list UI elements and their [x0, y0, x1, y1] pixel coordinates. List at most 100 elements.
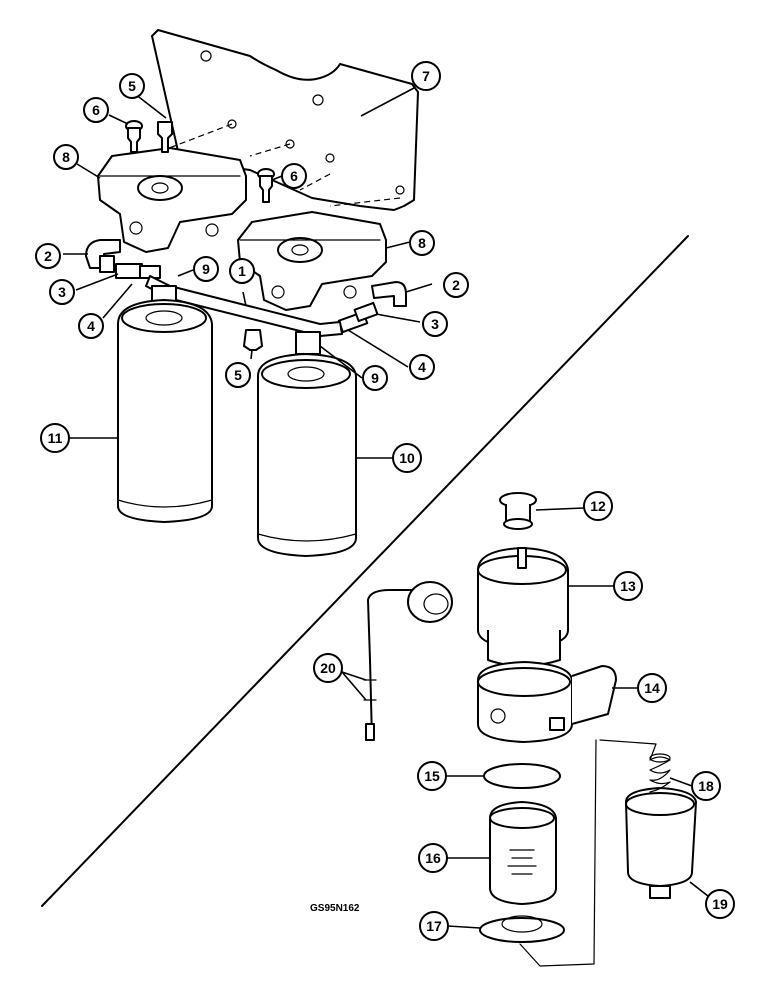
callout-9a: 9	[193, 256, 219, 282]
svg-text:15: 15	[424, 768, 440, 784]
leader-3a	[75, 273, 119, 291]
leader-5b	[250, 349, 253, 360]
svg-text:7: 7	[422, 68, 430, 84]
callout-19: 19	[705, 889, 735, 919]
fuel-filter-left	[117, 299, 213, 523]
leader-6b	[271, 175, 283, 181]
leader-6a	[108, 114, 129, 125]
assembly-guide-line	[519, 739, 657, 967]
callout-10: 10	[392, 443, 422, 473]
fuel-filter-right	[257, 353, 357, 557]
callout-8a: 8	[53, 144, 79, 170]
leader-4b	[347, 329, 409, 368]
bleed-screw-top-right	[257, 168, 275, 203]
svg-text:11: 11	[48, 430, 63, 446]
leader-1	[242, 291, 247, 307]
callout-20: 20	[313, 653, 343, 683]
filter-head-right	[237, 211, 387, 311]
leader-8a	[76, 163, 101, 179]
callout-12: 12	[583, 491, 613, 521]
cap-seal	[499, 492, 537, 530]
svg-text:20: 20	[320, 660, 336, 676]
svg-text:14: 14	[644, 680, 660, 696]
callout-6b: 6	[281, 163, 307, 189]
svg-text:18: 18	[698, 778, 714, 794]
filter-element	[489, 801, 557, 905]
adapter-left	[115, 263, 161, 279]
callout-5a: 5	[119, 73, 145, 99]
leader-4a	[102, 283, 133, 319]
svg-text:8: 8	[62, 149, 70, 165]
leader-9b	[319, 345, 363, 379]
filter-body-housing	[477, 547, 569, 667]
leader-20b	[341, 671, 367, 701]
svg-text:10: 10	[399, 450, 415, 466]
callout-18: 18	[691, 771, 721, 801]
elbow-fitting-left	[85, 239, 121, 273]
bleed-screw-top-left	[125, 120, 143, 153]
leader-3b	[375, 313, 421, 323]
electric-connector	[363, 581, 453, 741]
svg-text:16: 16	[425, 850, 441, 866]
svg-text:12: 12	[590, 498, 606, 514]
gasket-seal	[479, 915, 565, 943]
leader-9a	[177, 269, 194, 277]
svg-text:5: 5	[128, 78, 136, 94]
callout-4a: 4	[78, 313, 104, 339]
figure-code: GS95N162	[310, 903, 360, 914]
svg-text:9: 9	[202, 261, 210, 277]
nipple-right	[295, 331, 321, 355]
svg-text:8: 8	[418, 235, 426, 251]
svg-text:13: 13	[620, 578, 636, 594]
leader-17	[447, 925, 481, 929]
svg-text:4: 4	[87, 318, 95, 334]
spring	[649, 753, 671, 793]
callout-16: 16	[418, 843, 448, 873]
filter-base	[477, 661, 617, 743]
callout-14: 14	[637, 673, 667, 703]
callout-3a: 3	[49, 279, 75, 305]
callout-5b: 5	[225, 362, 251, 388]
callout-3b: 3	[422, 311, 448, 337]
svg-text:3: 3	[431, 316, 439, 332]
callout-6a: 6	[83, 97, 109, 123]
leader-2b	[405, 283, 433, 293]
svg-text:6: 6	[92, 102, 100, 118]
plug-fitting-lower	[243, 329, 263, 351]
svg-text:6: 6	[290, 168, 298, 184]
svg-text:2: 2	[44, 248, 52, 264]
svg-text:3: 3	[58, 284, 66, 300]
leader-12	[535, 507, 585, 511]
callout-4b: 4	[409, 354, 435, 380]
callout-7: 7	[411, 61, 441, 91]
svg-text:19: 19	[712, 896, 728, 912]
callout-2a: 2	[35, 243, 61, 269]
leader-5a	[134, 93, 167, 119]
callout-2b: 2	[443, 272, 469, 298]
adapter-right	[337, 301, 379, 334]
svg-text:17: 17	[426, 918, 442, 934]
leader-8b	[385, 241, 411, 249]
section-divider-line	[41, 235, 689, 907]
elbow-fitting-right	[371, 281, 407, 307]
svg-text:5: 5	[234, 367, 242, 383]
svg-text:2: 2	[452, 277, 460, 293]
sediment-bowl	[625, 787, 697, 899]
callout-8b: 8	[409, 230, 435, 256]
leader-7	[360, 87, 415, 117]
leader-20a	[341, 671, 367, 681]
svg-text:1: 1	[238, 263, 246, 279]
callout-15: 15	[417, 761, 447, 791]
callout-11: 11	[40, 423, 70, 453]
callout-17: 17	[419, 911, 449, 941]
plug-fitting-top	[157, 121, 173, 153]
callout-9b: 9	[362, 365, 388, 391]
callout-13: 13	[613, 571, 643, 601]
leader-19	[689, 881, 709, 897]
svg-text:9: 9	[371, 370, 379, 386]
callout-1: 1	[229, 258, 255, 284]
o-ring	[483, 763, 561, 789]
svg-text:4: 4	[418, 359, 426, 375]
filter-head-left	[97, 147, 247, 253]
